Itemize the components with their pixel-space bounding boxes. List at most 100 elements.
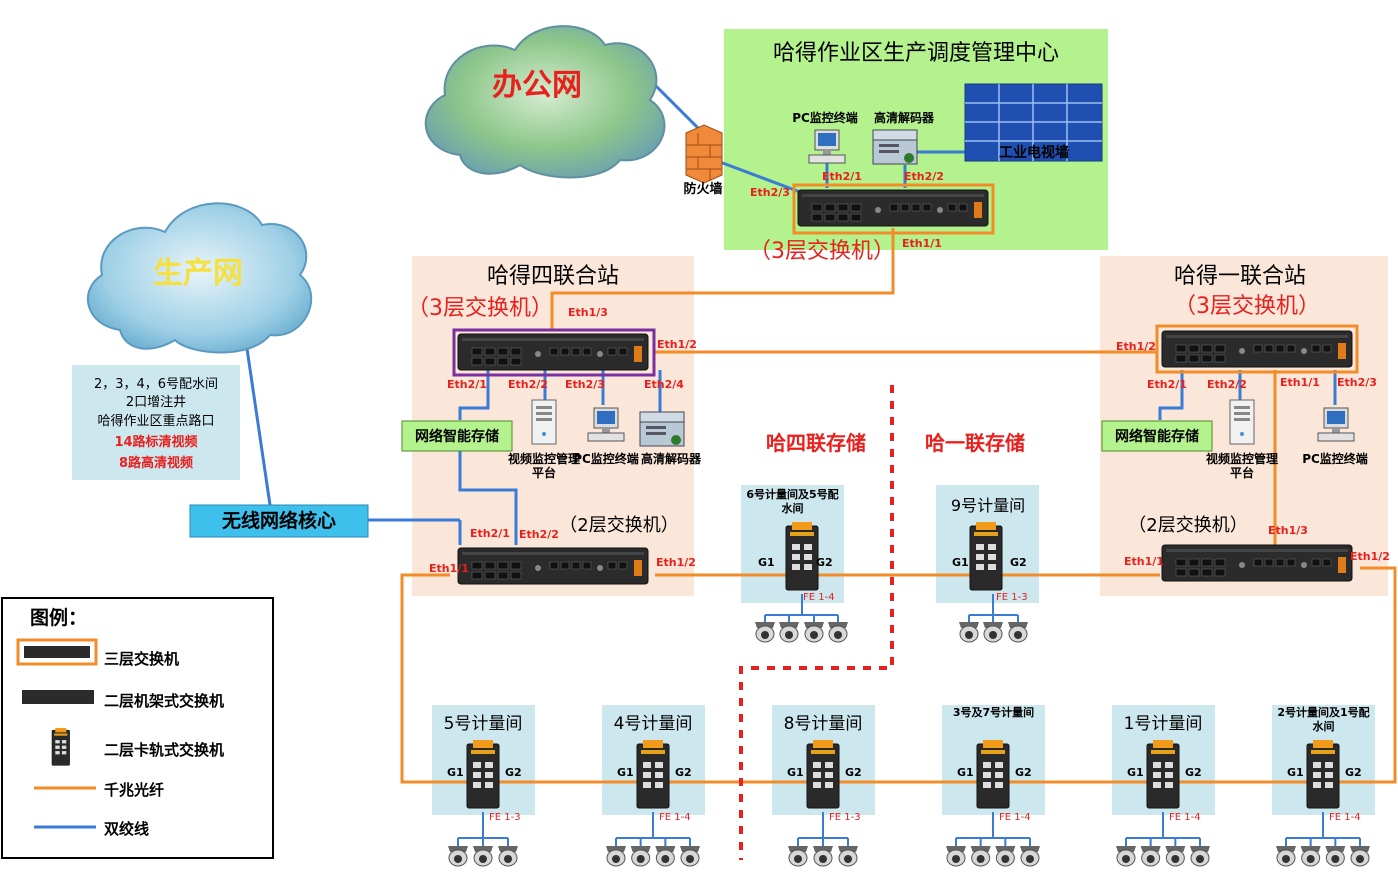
camera-icon [630, 845, 652, 867]
office-cloud-label: 办公网 [492, 68, 582, 103]
room-bottom-4-g2: G2 [1015, 766, 1032, 779]
room-bottom-5-label: 1号计量间 [1124, 714, 1203, 734]
room-bottom-4-label: 3号及7号计量间 [952, 706, 1035, 719]
room-bottom-1-g2: G2 [505, 766, 522, 779]
station1-video-platform-label: 视频监控管理平台 [1206, 452, 1278, 480]
tv-wall-label: 工业电视墙 [999, 144, 1069, 161]
room-top-1-wrap: 6号计量间及5号配水间 [746, 488, 838, 515]
info-line-3: 哈得作业区重点路口 [97, 413, 214, 429]
station1-l2-switch-icon [1161, 544, 1353, 582]
room-bottom-4-g1: G1 [957, 766, 974, 779]
center-port-eth22: Eth2/2 [904, 170, 944, 183]
center-decoder-icon [872, 129, 918, 165]
station1-storage [1101, 420, 1213, 452]
room-bottom-1-fe: FE 1-3 [489, 812, 521, 823]
station4-decoder-icon [639, 411, 685, 447]
room-bottom-2-g1: G1 [617, 766, 634, 779]
room-top-2-g2: G2 [1010, 556, 1027, 569]
storage-divider [739, 385, 894, 860]
firewall-icon [685, 124, 723, 184]
center-port-eth21: Eth2/1 [822, 170, 862, 183]
station4-l2-switch-icon [457, 547, 649, 585]
center-decoder-label: 高清解码器 [874, 110, 935, 125]
room-bottom-3-fe: FE 1-3 [829, 812, 861, 823]
station4-video-platform-label: 视频监控管理平台 [508, 452, 580, 480]
storage-right-label: 哈一联存储 [925, 431, 1025, 455]
station4-decoder-wrap: 高清解码器 [640, 452, 701, 466]
room-bottom-1-switch-icon [466, 739, 500, 809]
center-title: 哈得作业区生产调度管理中心 [773, 41, 1059, 66]
station4-pc-wrap: PC监控终端 [573, 452, 639, 466]
room-bottom-6-switch-icon [1306, 739, 1340, 809]
info-line-4: 14路标清视频 [114, 434, 197, 450]
office-cloud: 办公网 [424, 25, 666, 179]
room-top-2-label: 9号计量间 [951, 496, 1025, 515]
station4-port-eth13: Eth1/3 [568, 306, 608, 319]
station1-storage-label: 网络智能存储 [1115, 428, 1199, 445]
center-l3-switch-icon [797, 189, 989, 227]
legend-l2-din-label: 二层卡轨式交换机 [104, 741, 224, 759]
center-port-eth23: Eth2/3 [750, 186, 790, 199]
room-bottom-1-cam-lines [457, 812, 509, 846]
station4-video-platform-wrap: 视频监控管理平台 [508, 452, 580, 480]
room-bottom-5-g2: G2 [1185, 766, 1202, 779]
room-bottom-6-g2: G2 [1345, 766, 1362, 779]
station4-port-eth12: Eth1/2 [657, 338, 697, 351]
room-top-2-switch-icon [969, 521, 1003, 591]
room-bottom-4-cam-lines [955, 812, 1031, 846]
room-bottom-6-cam-lines [1285, 812, 1361, 846]
station1-l2-port-eth13: Eth1/3 [1268, 524, 1308, 537]
room-bottom-3-g1: G1 [787, 766, 804, 779]
room-bottom-3-cam-lines [797, 812, 849, 846]
station1-l3-switch-icon [1161, 330, 1353, 368]
station4-port-eth21: Eth2/1 [447, 378, 487, 391]
production-cloud: 生产网 [86, 202, 313, 354]
production-cloud-label: 生产网 [153, 256, 243, 291]
camera-icon [970, 845, 992, 867]
room-top-1-fe: FE 1-4 [803, 592, 835, 603]
camera-icon [1275, 845, 1297, 867]
station1-port-eth11: Eth1/1 [1280, 376, 1320, 389]
station1-port-eth22: Eth2/2 [1207, 378, 1247, 391]
room-top-1-g1: G1 [758, 556, 775, 569]
room-bottom-2-label: 4号计量间 [614, 714, 693, 734]
station4-l2-port-eth12: Eth1/2 [656, 556, 696, 569]
station1-port-eth12: Eth1/2 [1116, 340, 1156, 353]
station4-decoder-label: 高清解码器 [640, 452, 701, 466]
station1-title: 哈得一联合站 [1174, 264, 1306, 289]
center-port-eth11: Eth1/1 [902, 237, 942, 250]
camera-icon [1140, 845, 1162, 867]
room-top-2-g1: G1 [952, 556, 969, 569]
room-bottom-2-switch-icon [636, 739, 670, 809]
station4-l2-port-eth11: Eth1/1 [429, 562, 469, 575]
room-bottom-2-cam-lines [615, 812, 691, 846]
station4-video-platform-icon [531, 399, 557, 445]
room-bottom-4-fe: FE 1-4 [999, 812, 1031, 823]
station1-l3-highlight [1155, 324, 1359, 374]
room-bottom-6-fe: FE 1-4 [1329, 812, 1361, 823]
room-bottom-5-cam-lines [1125, 812, 1201, 846]
camera-icon [827, 621, 849, 643]
camera-icon [982, 621, 1004, 643]
station4-l3-switch-icon [457, 333, 649, 371]
station4-storage [401, 420, 513, 452]
camera-icon [1164, 845, 1186, 867]
room-bottom-5-fe: FE 1-4 [1169, 812, 1201, 823]
camera-icon [1324, 845, 1346, 867]
legend-l2-rack-label: 二层机架式交换机 [104, 692, 224, 710]
station4-title: 哈得四联合站 [487, 264, 619, 289]
station4-pc-label: PC监控终端 [573, 452, 639, 466]
room-bottom-6-label: 2号计量间及1号配水间 [1277, 706, 1370, 733]
legend-fiber-label: 千兆光纤 [104, 781, 164, 799]
station1-port-eth23: Eth2/3 [1337, 376, 1377, 389]
legend-l2-rack-icon [22, 690, 94, 704]
fiber-lines [400, 228, 1397, 784]
camera-icon [1115, 845, 1137, 867]
station4-l2-label: （2层交换机） [559, 515, 678, 536]
info-line-2: 2口增注井 [126, 395, 186, 410]
room-bottom-3-label: 8号计量间 [784, 714, 863, 734]
room-bottom-4-wrap: 3号及7号计量间 [952, 706, 1035, 719]
station1-l3-label: （3层交换机） [1174, 294, 1320, 319]
info-box [72, 365, 240, 480]
